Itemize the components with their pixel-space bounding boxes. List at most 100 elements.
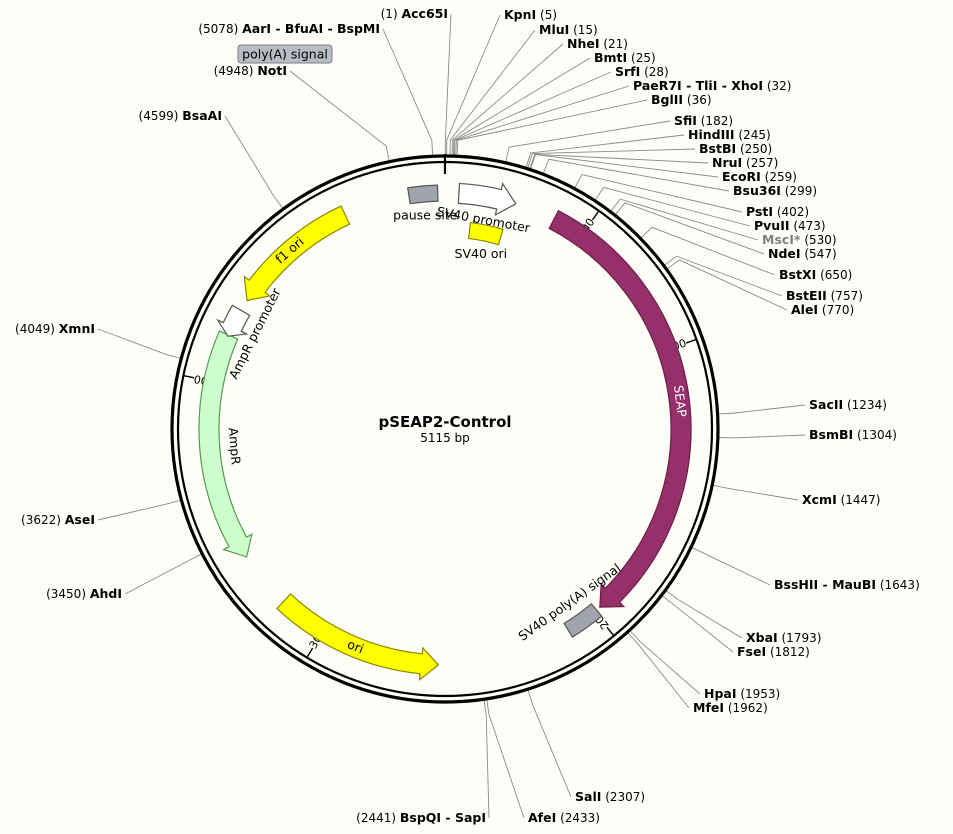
- cut-site-mfei[interactable]: MfeI (1962): [693, 700, 768, 715]
- cut-site-bsshii-maubi[interactable]: BssHII - MauBI (1643): [774, 577, 920, 592]
- polya-signal-box[interactable]: poly(A) signal: [237, 44, 333, 64]
- cut-site-label: BmtI (25): [594, 50, 656, 65]
- cut-site-msci[interactable]: MscI* (530): [762, 232, 837, 247]
- cut-site-nrui[interactable]: NruI (257): [712, 155, 778, 170]
- cut-site-label: XbaI (1793): [746, 630, 821, 645]
- cut-site-noti[interactable]: (4948) NotI: [214, 63, 287, 78]
- enzyme-name: SalI: [575, 789, 601, 804]
- cut-site-bsaai[interactable]: (4599) BsaAI: [139, 108, 222, 123]
- enzyme-name: BstXI: [779, 267, 816, 282]
- cut-site-label: PstI (402): [746, 204, 809, 219]
- plasmid-length: 5115 bp: [420, 431, 470, 445]
- cut-site-label: MluI (15): [539, 22, 598, 37]
- cut-site-label: (4049) XmnI: [15, 321, 95, 336]
- cut-site-line: [224, 115, 284, 209]
- cut-site-label: (5078) AarI - BfuAI - BspMI: [198, 21, 380, 36]
- cut-site-ndei[interactable]: NdeI (547): [768, 246, 837, 261]
- enzyme-position: (1812): [770, 645, 810, 659]
- cut-site-line: [453, 71, 612, 156]
- enzyme-position: (547): [804, 247, 836, 261]
- enzyme-position: (250): [740, 142, 772, 156]
- cut-site-line: [486, 699, 525, 819]
- enzyme-position: (770): [822, 303, 854, 317]
- cut-site-sali[interactable]: SalI (2307): [575, 789, 645, 804]
- cut-site-sfii[interactable]: SfiI (182): [674, 113, 733, 128]
- cut-site-line: [455, 85, 630, 156]
- enzyme-name: MscI*: [762, 232, 801, 247]
- enzyme-name: HindIII: [688, 127, 735, 142]
- cut-site-xbai[interactable]: XbaI (1793): [746, 630, 821, 645]
- enzyme-name: AfeI: [528, 810, 556, 825]
- feature-pause-site[interactable]: pause site: [393, 184, 458, 222]
- enzyme-name: HpaI: [704, 686, 737, 701]
- cut-site-nhei[interactable]: NheI (21): [567, 36, 628, 51]
- enzyme-name: Acc65I: [401, 6, 448, 21]
- cut-site-line: [527, 148, 696, 168]
- cut-site-paer7i-tlii-xhoi[interactable]: PaeR7I - TliI - XhoI (32): [633, 78, 792, 93]
- cut-site-bglii[interactable]: BglII (36): [651, 92, 712, 107]
- cut-site-ahdi[interactable]: (3450) AhdI: [46, 586, 122, 601]
- feature-ori-shape[interactable]: [276, 593, 440, 682]
- cut-site-bmti[interactable]: BmtI (25): [594, 50, 656, 65]
- feature-f1-ori[interactable]: f1 ori: [243, 205, 351, 302]
- cut-site-alei[interactable]: AleI (770): [791, 302, 854, 317]
- cut-site-line: [629, 630, 701, 695]
- cut-site-acc65i[interactable]: (1) Acc65I: [381, 6, 448, 21]
- feature-sv40-polya-shape[interactable]: [563, 602, 603, 638]
- feature-sv40-ori-shape[interactable]: [467, 221, 504, 246]
- cut-site-bsmbi[interactable]: BsmBI (1304): [809, 427, 897, 442]
- enzyme-position: (3450): [46, 587, 86, 601]
- cut-site-ecori[interactable]: EcoRI (259): [722, 169, 797, 184]
- cut-site-mlui[interactable]: MluI (15): [539, 22, 598, 37]
- enzyme-name: KpnI: [504, 7, 536, 22]
- enzyme-name: XmnI: [59, 321, 95, 336]
- cut-site-line: [627, 632, 690, 709]
- cut-site-aari-bfuai-bspmi[interactable]: (5078) AarI - BfuAI - BspMI: [198, 21, 380, 36]
- cut-site-xmni[interactable]: (4049) XmnI: [15, 321, 95, 336]
- cut-site-bspqi-sapi[interactable]: (2441) BspQI - SapI: [356, 810, 486, 825]
- cut-site-label: PaeR7I - TliI - XhoI (32): [633, 78, 792, 93]
- cut-site-line: [527, 689, 572, 798]
- cut-site-hpai[interactable]: HpaI (1953): [704, 686, 780, 701]
- enzyme-position: (2433): [560, 811, 600, 825]
- cut-site-label: BstEII (757): [786, 288, 863, 303]
- enzyme-name: NotI: [257, 63, 287, 78]
- cut-site-label: XcmI (1447): [802, 492, 880, 507]
- cut-site-label: MscI* (530): [762, 232, 837, 247]
- feature-sv40-ori[interactable]: SV40 ori: [455, 221, 508, 262]
- cut-site-psti[interactable]: PstI (402): [746, 204, 809, 219]
- cut-site-afei[interactable]: AfeI (2433): [528, 810, 600, 825]
- cut-site-bsteii[interactable]: BstEII (757): [786, 288, 863, 303]
- feature-ampr[interactable]: AmpR: [198, 330, 253, 558]
- enzyme-position: (1234): [847, 398, 887, 412]
- feature-ampr-promoter-shape[interactable]: [216, 304, 251, 337]
- cut-site-label: SalI (2307): [575, 789, 645, 804]
- enzyme-name: BstBI: [699, 141, 736, 156]
- cut-site-sacii[interactable]: SacII (1234): [809, 397, 887, 412]
- feature-f1-ori-shape[interactable]: [243, 205, 351, 302]
- cut-site-bstxi[interactable]: BstXI (650): [779, 267, 852, 282]
- cut-site-label: (1) Acc65I: [381, 6, 448, 21]
- cut-site-asei[interactable]: (3622) AseI: [21, 512, 95, 527]
- cut-site-kpni[interactable]: KpnI (5): [504, 7, 557, 22]
- feature-seap-shape[interactable]: [548, 209, 692, 608]
- feature-sv40-promoter-shape[interactable]: [457, 182, 517, 216]
- cut-site-line: [452, 57, 591, 156]
- feature-ampr-shape[interactable]: [198, 330, 253, 558]
- cut-site-srfi[interactable]: SrfI (28): [615, 64, 669, 79]
- cut-site-pvuii[interactable]: PvuII (473): [754, 218, 826, 233]
- enzyme-name: MluI: [539, 22, 569, 37]
- cut-site-xcmi[interactable]: XcmI (1447): [802, 492, 880, 507]
- cut-site-fsei[interactable]: FseI (1812): [737, 644, 810, 659]
- cut-site-bstbi[interactable]: BstBI (250): [699, 141, 772, 156]
- cut-site-line: [640, 226, 776, 276]
- feature-pause-site-shape[interactable]: [406, 184, 439, 205]
- cut-site-hindiii[interactable]: HindIII (245): [688, 127, 771, 142]
- feature-seap[interactable]: SEAP: [548, 209, 692, 608]
- cut-site-line: [97, 499, 181, 521]
- cut-site-line: [446, 14, 501, 156]
- feature-ori[interactable]: ori: [276, 593, 440, 682]
- cut-site-label: BstBI (250): [699, 141, 772, 156]
- cut-site-bsu36i[interactable]: Bsu36I (299): [733, 183, 817, 198]
